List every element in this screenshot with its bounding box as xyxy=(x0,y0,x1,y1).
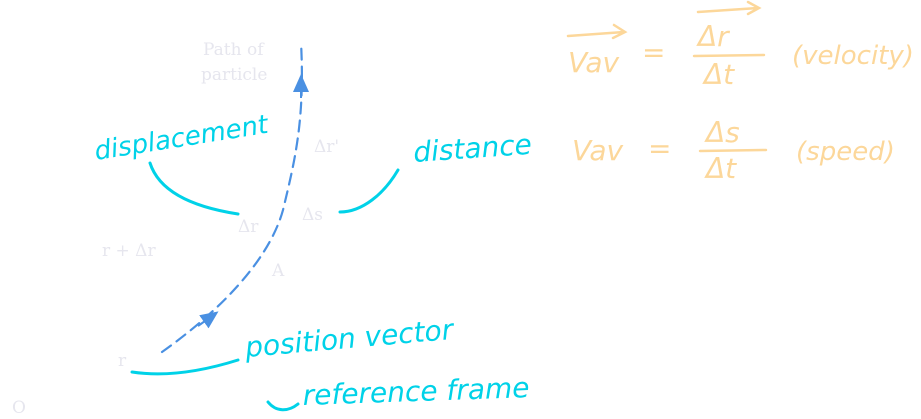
particle-path xyxy=(160,40,303,354)
displacement-pointer xyxy=(148,161,240,216)
r-plus-delta-r-label: r + Δr xyxy=(102,241,156,261)
velocity-fraction-bar xyxy=(692,53,766,58)
velocity-numerator: Δr xyxy=(696,20,730,53)
velocity-equals: = xyxy=(642,36,665,69)
delta-s-label: Δs xyxy=(302,205,323,225)
distance-pointer xyxy=(338,168,400,214)
reference-frame-hook xyxy=(266,400,300,412)
distance-annotation: distance xyxy=(412,128,533,169)
speed-lhs: Vav xyxy=(572,134,624,167)
velocity-lhs: Vav xyxy=(568,46,620,79)
velocity-note: (velocity) xyxy=(792,41,914,71)
origin-label: O xyxy=(12,398,26,418)
speed-note: (speed) xyxy=(796,137,895,167)
reference-frame-annotation: reference frame xyxy=(302,371,530,412)
delta-r-label: Δr xyxy=(238,217,259,237)
speed-fraction-bar xyxy=(698,148,768,153)
r-label: r xyxy=(118,351,127,371)
path-of-particle-label-line1: Path of xyxy=(203,40,265,60)
position-vector-annotation: position vector xyxy=(243,313,456,364)
delta-r-prime-label: Δr' xyxy=(314,137,339,157)
position-vector-pointer xyxy=(130,358,240,376)
velocity-denominator: Δt xyxy=(702,58,735,91)
velocity-numerator-vector-arrow xyxy=(696,0,762,16)
point-a-label: A xyxy=(271,261,285,281)
speed-denominator: Δt xyxy=(704,152,737,185)
speed-equals: = xyxy=(648,132,671,165)
velocity-lhs-vector-arrow xyxy=(566,23,628,40)
path-of-particle-label-line2: particle xyxy=(201,65,267,85)
path-arrow-lower xyxy=(197,311,219,329)
speed-numerator: Δs xyxy=(704,116,740,149)
displacement-annotation: displacement xyxy=(92,110,271,167)
